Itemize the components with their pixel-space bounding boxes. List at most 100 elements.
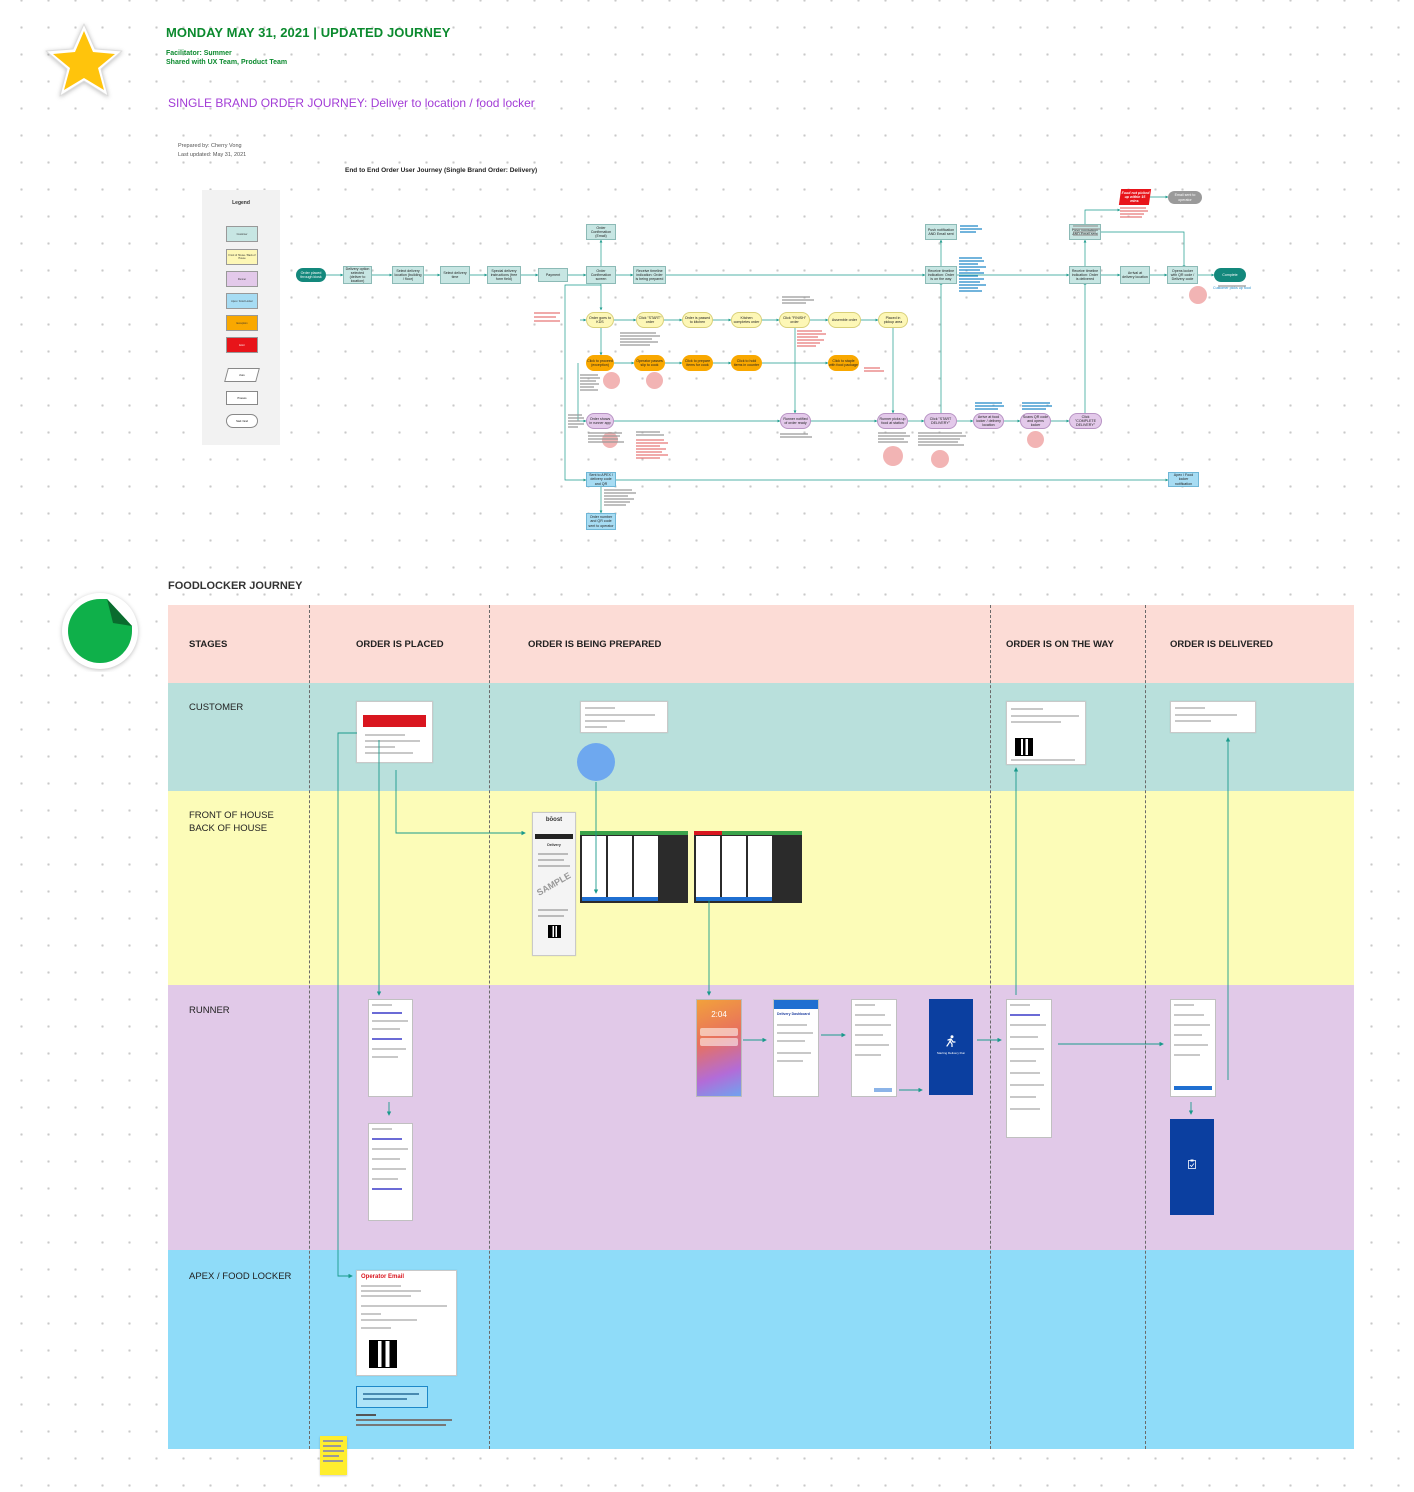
flow-node: Click to proceed (exception): [586, 355, 614, 371]
flow-end: Complete: [1214, 268, 1246, 282]
flow-node: Select delivery location (building / flo…: [392, 266, 424, 284]
stage-label: ORDER IS PLACED: [356, 639, 444, 650]
flow-node: Kitchen completes order: [731, 312, 762, 328]
flow-node: Assemble order: [828, 312, 861, 328]
flow-node: Receive timeline indication: Order is de…: [1069, 266, 1101, 284]
stage-divider: [1145, 605, 1146, 1449]
flow-node: Click "START DELIVERY": [924, 413, 957, 429]
delivery-complete-screen: [1170, 1119, 1214, 1215]
annotation-bubble: [646, 372, 663, 389]
stage-divider: [309, 605, 310, 1449]
flow-node: Email sent to operator: [1168, 191, 1202, 204]
flow-node: Payment: [538, 268, 568, 282]
flow-node: Order shows in runner app: [586, 413, 614, 429]
flow-node: Arrive at food locker / delivery locatio…: [973, 413, 1004, 429]
clipboard-icon: [1188, 1159, 1196, 1169]
flow-node: Operator passes slip to cook: [634, 355, 665, 371]
flow-node: Scans QR code and opens locker: [1020, 413, 1051, 429]
annotation-bubble: [883, 446, 903, 466]
stage-label: STAGES: [189, 639, 228, 650]
flow-node: Receive timeline indication: Order is be…: [633, 266, 666, 284]
annotation-bubble: [1189, 286, 1207, 304]
lane-label-foh: FRONT OF HOUSE: [189, 810, 274, 821]
flow-node: Click to staple with food package: [828, 355, 859, 371]
lane-label-apex: APEX / FOOD LOCKER: [189, 1271, 292, 1282]
kds-screen-finish: [694, 831, 802, 903]
flow-node: Sent to APEX / delivery code and QR: [586, 472, 616, 487]
flow-node: Special delivery instructions (free form…: [487, 266, 521, 284]
receipt-brand: bōost: [545, 817, 563, 823]
locker-notice-text: [356, 1414, 456, 1428]
journey-title: SINGLE BRAND ORDER JOURNEY: Deliver to l…: [168, 96, 535, 110]
last-updated-text: Last updated: May 31, 2021: [178, 152, 247, 158]
runner-upcoming-deliveries-screen: [368, 999, 413, 1097]
order-delivered-email-screen: [1170, 701, 1256, 733]
flow-node: Click "START" order: [636, 312, 664, 328]
order-prepared-email-screen: [580, 701, 668, 733]
legend: Legend Customer Front of House / Back of…: [202, 190, 280, 445]
note-bubble: [577, 743, 615, 781]
stage-label: ORDER IS ON THE WAY: [1006, 639, 1114, 650]
flow-node: Order Confirmation (Email): [586, 224, 616, 240]
lock-screen-time: 2:04: [711, 1010, 727, 1019]
flow-node: Select delivery time: [440, 266, 470, 284]
stages-band: [168, 605, 1354, 683]
order-on-the-way-email-screen: [1006, 701, 1086, 765]
ready-to-pickup-screen: [851, 999, 897, 1097]
flow-node: Push notification AND Email sent: [1069, 224, 1101, 240]
stage-divider: [990, 605, 991, 1449]
run-label: Starting Delivery Run: [936, 1051, 966, 1055]
shared-with-text: Shared with UX Team, Product Team: [166, 59, 288, 66]
legend-shape-process: Process: [226, 391, 258, 405]
legend-item-error: Error: [226, 337, 258, 353]
prepared-by-text: Prepared by: Cherry Vong: [178, 143, 242, 149]
legend-title: Legend: [232, 200, 250, 206]
flow-node: Runner notified of order ready: [780, 413, 811, 429]
stage-divider: [489, 605, 490, 1449]
flow-annotation-lines: [534, 207, 1246, 506]
runner-lane: [168, 985, 1354, 1250]
legend-item-runner: Runner: [226, 271, 258, 287]
operator-email-card: Operator Email: [356, 1270, 457, 1376]
lane-label-runner: RUNNER: [189, 1005, 230, 1016]
flow-node: Order goes to KDS: [586, 312, 614, 328]
stage-label: ORDER IS BEING PREPARED: [528, 639, 662, 650]
flow-node: Arrival at delivery location: [1120, 266, 1150, 284]
flow-node: Order is passed to kitchen: [682, 312, 713, 328]
legend-item-customer: Customer: [226, 226, 258, 242]
runner-icon: [946, 1035, 956, 1047]
customer-pickup-note: Customer picks up food: [1213, 285, 1251, 290]
flow-start: Order placed through kiosk: [296, 268, 326, 282]
facilitator-text: Facilitator: Summer: [166, 50, 232, 57]
green-sticker-icon: [55, 590, 147, 672]
flow-node: Delivery option selected (deliver to loc…: [343, 266, 372, 284]
operator-email-title: Operator Email: [361, 1274, 405, 1280]
current-delivery-list-screen: [1006, 999, 1052, 1138]
order-confirmation-email-screen: [356, 701, 433, 763]
flow-node: Runner picks up food at station: [877, 413, 908, 429]
foodlocker-title: FOODLOCKER JOURNEY: [168, 580, 303, 592]
flow-node: Order number and QR code sent to operato…: [586, 513, 616, 530]
runner-order-detail-screen: [368, 1123, 413, 1221]
flow-node: Receive timeline indication: Order is on…: [925, 266, 957, 284]
flow-node: Opens locker with QR code / Delivery cod…: [1167, 266, 1198, 284]
legend-item-exception: Exception: [226, 315, 258, 331]
lock-screen-notification: 2:04: [696, 999, 742, 1097]
locker-notice-box: [356, 1386, 428, 1408]
legend-item-foh-boh: Front of House / Back of House: [226, 249, 258, 265]
stage-label: ORDER IS DELIVERED: [1170, 639, 1273, 650]
flow-node: Apex / Food locker notification: [1168, 472, 1199, 487]
flow-node: Click to hold items in counter: [731, 355, 762, 371]
star-sticker-icon: [45, 23, 123, 97]
legend-shape-start-end: Start / End: [226, 414, 258, 428]
flow-node: Click "COMPLETE DELIVERY": [1069, 413, 1102, 429]
flow-node: Push notification AND Email sent: [925, 224, 957, 240]
page-title: MONDAY MAY 31, 2021 | UPDATED JOURNEY: [166, 25, 451, 40]
flow-node: Placed in pickup area: [878, 312, 908, 328]
delivery-details-screen: [1170, 999, 1216, 1097]
lane-label-customer: CUSTOMER: [189, 702, 244, 713]
flow-node: Click "FINISH" order: [779, 312, 810, 328]
legend-item-apex: Apex / Food Locker: [226, 293, 258, 309]
annotation-bubble: [603, 372, 620, 389]
